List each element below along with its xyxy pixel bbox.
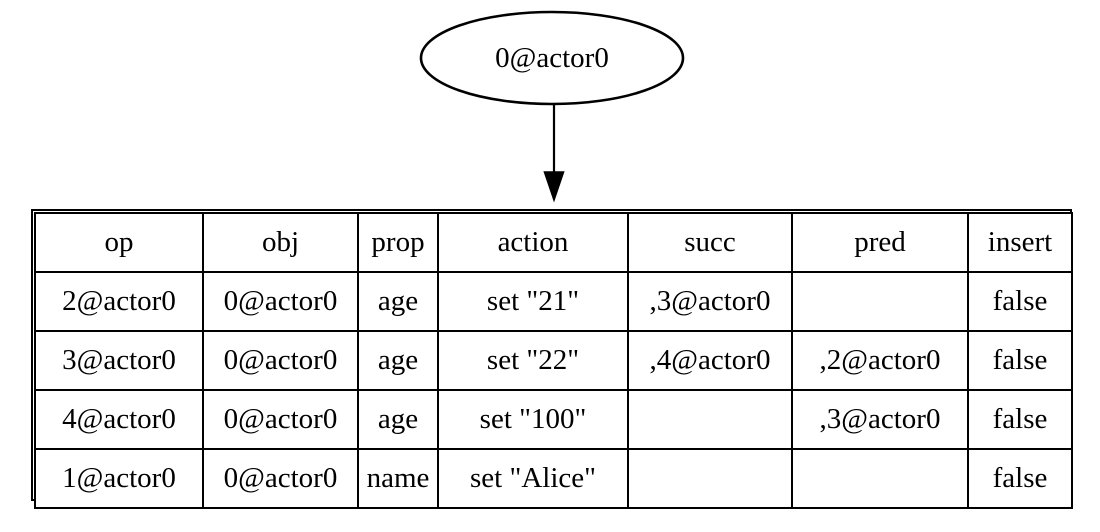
node-root-object-label: 0@actor0: [495, 41, 609, 74]
cell-insert: false: [967, 448, 1073, 509]
table-header-row: op obj prop action succ pred insert: [34, 212, 1073, 273]
cell-pred: ,3@actor0: [791, 389, 969, 450]
node-root-object[interactable]: 0@actor0: [419, 10, 685, 106]
cell-action: set "22": [437, 330, 629, 391]
table-row[interactable]: 4@actor0 0@actor0 age set "100" ,3@actor…: [34, 389, 1073, 450]
cell-op: 2@actor0: [34, 271, 204, 332]
cell-obj: 0@actor0: [202, 389, 359, 450]
table-row[interactable]: 3@actor0 0@actor0 age set "22" ,4@actor0…: [34, 330, 1073, 391]
cell-action: set "100": [437, 389, 629, 450]
cell-insert: false: [967, 330, 1073, 391]
cell-succ: ,3@actor0: [627, 271, 793, 332]
cell-op: 4@actor0: [34, 389, 204, 450]
cell-prop: age: [357, 271, 439, 332]
cell-op: 1@actor0: [34, 448, 204, 509]
cell-pred: [791, 448, 969, 509]
cell-obj: 0@actor0: [202, 330, 359, 391]
column-header-insert: insert: [967, 212, 1073, 273]
column-header-prop: prop: [357, 212, 439, 273]
column-header-action: action: [437, 212, 629, 273]
cell-insert: false: [967, 389, 1073, 450]
column-header-pred: pred: [791, 212, 969, 273]
column-header-succ: succ: [627, 212, 793, 273]
cell-pred: ,2@actor0: [791, 330, 969, 391]
column-header-op: op: [34, 212, 204, 273]
cell-insert: false: [967, 271, 1073, 332]
cell-action: set "21": [437, 271, 629, 332]
cell-obj: 0@actor0: [202, 271, 359, 332]
table-row[interactable]: 2@actor0 0@actor0 age set "21" ,3@actor0…: [34, 271, 1073, 332]
cell-action: set "Alice": [437, 448, 629, 509]
column-header-obj: obj: [202, 212, 359, 273]
table-row[interactable]: 1@actor0 0@actor0 name set "Alice" false: [34, 448, 1073, 509]
cell-prop: age: [357, 330, 439, 391]
operations-table: op obj prop action succ pred insert 2@ac…: [31, 209, 1073, 509]
cell-succ: ,4@actor0: [627, 330, 793, 391]
ellipse-shape-icon: [419, 10, 685, 106]
cell-pred: [791, 271, 969, 332]
cell-succ: [627, 389, 793, 450]
cell-prop: age: [357, 389, 439, 450]
cell-succ: [627, 448, 793, 509]
cell-prop: name: [357, 448, 439, 509]
cell-op: 3@actor0: [34, 330, 204, 391]
cell-obj: 0@actor0: [202, 448, 359, 509]
edge-arrow-down-icon: [543, 104, 565, 203]
